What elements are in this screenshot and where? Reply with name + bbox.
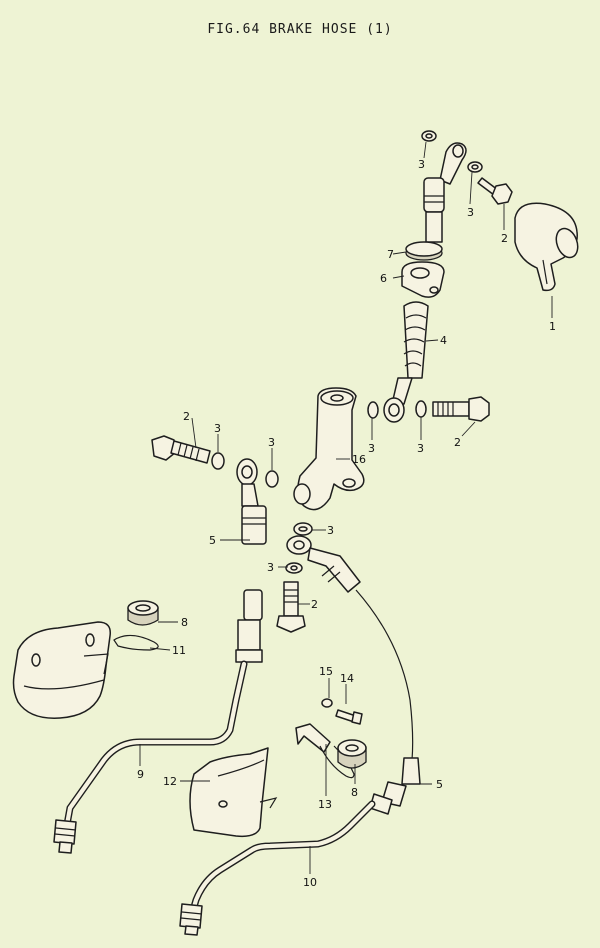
hose-protector-spring [403, 301, 429, 379]
callout-7: 7 [387, 248, 394, 261]
callout-5-right: 5 [436, 778, 443, 791]
ferrule-ring [321, 565, 341, 583]
brake-hose-right [355, 589, 414, 761]
bracket-bolt-hole [429, 286, 439, 294]
banjo-bolt-left [170, 440, 211, 464]
banjo-bolt-joint-head [276, 615, 306, 633]
hose-clip-bracket [295, 723, 331, 753]
washer-banjo-left [367, 401, 379, 419]
callout-1: 1 [549, 320, 556, 333]
callout-9: 9 [137, 768, 144, 781]
callout-5-left: 5 [209, 534, 216, 547]
callout-3-left-b: 3 [268, 436, 275, 449]
right-hose-ferrule [401, 757, 421, 785]
washer-left-b [265, 470, 279, 488]
bolt-small-head [351, 711, 363, 725]
master-cylinder-cap [514, 202, 579, 292]
banjo-lower-hole [388, 403, 400, 417]
callout-11: 11 [172, 644, 186, 657]
callout-3-banjo-right: 3 [417, 442, 424, 455]
callout-8-left: 8 [181, 616, 188, 629]
grommet-left [127, 600, 159, 626]
leader-lines [139, 141, 553, 874]
brake-pipe-left [53, 660, 248, 854]
joint-lower-parts [276, 522, 313, 633]
left-hose-lower-ferrule [243, 589, 263, 621]
banjo-joint-hole [293, 540, 305, 550]
washer-left-a [211, 452, 225, 470]
callout-2-top: 2 [501, 232, 508, 245]
callout-14: 14 [340, 672, 354, 685]
right-hose-neck [307, 547, 361, 593]
callout-3-joint-b: 3 [267, 561, 274, 574]
brake-pipe-right [179, 800, 376, 936]
callout-2-left: 2 [183, 410, 190, 423]
callout-15: 15 [319, 665, 333, 678]
bolt-thread [284, 589, 298, 603]
washer-hole [298, 526, 308, 532]
left-hose-assembly [151, 435, 279, 663]
callout-8-right: 8 [351, 786, 358, 799]
bolt-thread [437, 402, 454, 416]
three-way-joint [293, 387, 365, 511]
callout-3-left-a: 3 [214, 422, 221, 435]
washer-hole [471, 164, 479, 170]
washer-small [321, 698, 333, 708]
washer-hole [425, 133, 433, 139]
callout-3-top-right: 3 [467, 206, 474, 219]
callout-12: 12 [163, 775, 177, 788]
hose-clamp-cover-center [189, 747, 278, 838]
callout-2-right: 2 [454, 436, 461, 449]
callout-6: 6 [380, 272, 387, 285]
figure-title: FIG.64 BRAKE HOSE (1) [207, 22, 393, 37]
banjo-bolt-joint [283, 581, 299, 617]
left-hose-neck [241, 483, 259, 507]
left-hose-nut [235, 649, 263, 663]
right-hose-assembly [307, 547, 421, 815]
callout-16: 16 [352, 453, 366, 466]
callout-10: 10 [303, 876, 317, 889]
banjo-top-hole [452, 144, 464, 158]
callout-4: 4 [440, 334, 447, 347]
banjo-left-hole [241, 465, 253, 479]
bracket-hole [410, 267, 430, 279]
small-clamp-parts [295, 698, 367, 779]
hose-segment [425, 211, 443, 243]
banjo-bolt-right-head [468, 396, 490, 422]
grommet-top [405, 241, 443, 257]
left-hose-ferrule [241, 505, 267, 545]
washer-banjo-right [415, 400, 427, 418]
callout-3-joint-a: 3 [327, 524, 334, 537]
callout-13: 13 [318, 798, 332, 811]
banjo-bolt-head [491, 183, 513, 205]
callout-3-top-left: 3 [418, 158, 425, 171]
hose-clamp-cover-left [12, 621, 111, 719]
clip-left [113, 634, 159, 651]
callout-2-joint: 2 [311, 598, 318, 611]
grommet-small-hole [345, 744, 359, 752]
upper-hose-assembly [367, 130, 513, 423]
hose-ferrule-upper [423, 177, 445, 213]
washer-hole [290, 565, 298, 571]
callout-3-banjo-left: 3 [368, 442, 375, 455]
hose-lower-neck [391, 377, 413, 405]
left-hose-fitting [237, 619, 261, 651]
bolt-thread [177, 442, 200, 462]
callout-labels: 1 2 3 3 7 6 4 3 3 2 16 2 3 3 3 5 3 2 8 1… [137, 158, 556, 889]
